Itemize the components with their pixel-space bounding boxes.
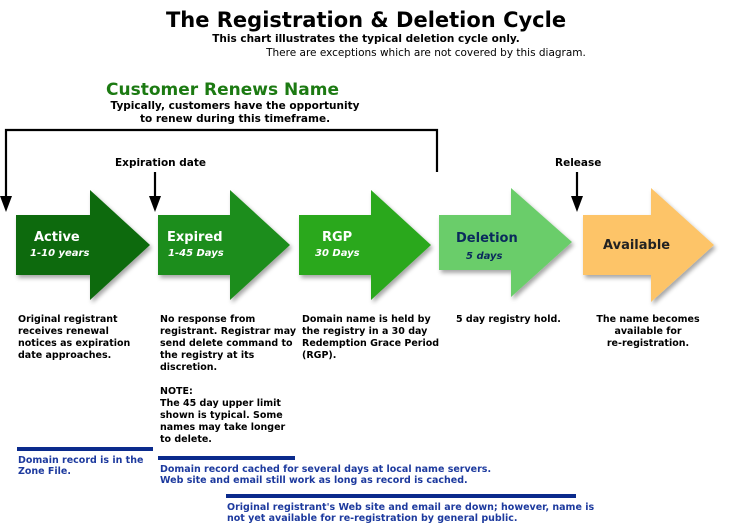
desc-line: No response from <box>160 314 256 325</box>
renew-line-1: Typically, customers have the opportunit… <box>110 100 360 112</box>
stage-label-active: Active <box>34 230 80 245</box>
stage-arrow-active <box>16 190 150 300</box>
stage-label-deletion: Deletion <box>456 231 518 246</box>
stage-period-rgp: 30 Days <box>315 248 360 259</box>
stage-arrow-available <box>583 188 714 302</box>
renew-description: Typically, customers have the opportunit… <box>0 100 470 126</box>
page-subtitle: This chart illustrates the typical delet… <box>212 33 520 45</box>
bar-line: Original registrant's Web site and email… <box>227 502 595 513</box>
note-line: shown is typical. Some <box>160 410 283 421</box>
bar-line: Web site and email still work as long as… <box>160 475 468 486</box>
desc-line: Redemption Grace Period <box>302 338 440 349</box>
desc-line: notices as expiration <box>18 338 131 349</box>
desc-line: The name becomes <box>596 314 700 325</box>
stage-label-rgp: RGP <box>322 230 353 245</box>
cache-text: Domain record cached for several days at… <box>160 464 500 486</box>
desc-line: the registry at its <box>160 350 255 361</box>
release-arrowhead <box>571 196 583 212</box>
expiration-date-label: Expiration date <box>115 157 207 169</box>
stage-desc-deletion: 5 day registry hold. <box>456 314 576 326</box>
renewal-start-arrowhead <box>0 196 12 212</box>
desc-line: Domain name is held by <box>302 314 431 325</box>
bar-line: not yet available for re-registration by… <box>227 513 518 524</box>
desc-line: discretion. <box>160 362 218 373</box>
down-text: Original registrant's Web site and email… <box>227 502 607 524</box>
bar-line: Domain record cached for several days at… <box>160 464 492 475</box>
renew-heading: Customer Renews Name <box>106 80 339 100</box>
note-line: names may take longer <box>160 422 286 433</box>
stage-arrow-rgp <box>299 190 431 300</box>
stage-period-active: 1-10 years <box>30 248 90 259</box>
stage-desc-active: Original registrant receives renewal not… <box>18 314 148 362</box>
zone-file-bar <box>17 447 153 451</box>
stage-period-expired: 1-45 Days <box>168 248 224 259</box>
stage-desc-expired: No response from registrant. Registrar m… <box>160 314 300 374</box>
desc-line: available for <box>614 326 682 337</box>
stage-desc-available: The name becomes available for re-regist… <box>584 314 712 350</box>
expiration-arrowhead <box>149 196 161 212</box>
stage-desc-rgp: Domain name is held by the registry in a… <box>302 314 442 362</box>
renewal-bracket <box>4 128 439 200</box>
desc-line: Original registrant <box>18 314 118 325</box>
desc-line: re-registration. <box>606 338 690 349</box>
stage-period-deletion: 5 days <box>466 251 503 262</box>
desc-line: registrant. Registrar may <box>160 326 297 337</box>
stage-label-expired: Expired <box>167 230 223 245</box>
desc-line: send delete command to <box>160 338 293 349</box>
desc-line: 5 day registry hold. <box>456 314 561 325</box>
stage-arrow-deletion <box>439 188 572 297</box>
stage-label-available: Available <box>603 238 671 253</box>
page-title: The Registration & Deletion Cycle <box>165 8 567 32</box>
renew-line-2: to renew during this timeframe. <box>139 113 331 125</box>
release-label: Release <box>555 157 602 169</box>
note-block: NOTE: The 45 day upper limit shown is ty… <box>160 386 300 446</box>
zone-file-text: Domain record is in the Zone File. <box>18 455 158 477</box>
desc-line: date approaches. <box>18 350 112 361</box>
down-bar <box>226 494 576 498</box>
cache-bar <box>158 456 295 460</box>
note-line: The 45 day upper limit <box>160 398 281 409</box>
bar-line: Domain record is in the <box>18 455 144 466</box>
note-heading: NOTE: <box>160 386 193 397</box>
desc-line: receives renewal <box>18 326 109 337</box>
note-line: to delete. <box>160 434 212 445</box>
desc-line: (RGP). <box>302 350 337 361</box>
exceptions-note: There are exceptions which are not cover… <box>266 47 586 59</box>
bar-line: Zone File. <box>18 466 71 477</box>
desc-line: the registry in a 30 day <box>302 326 428 337</box>
stage-arrow-expired <box>158 190 290 300</box>
